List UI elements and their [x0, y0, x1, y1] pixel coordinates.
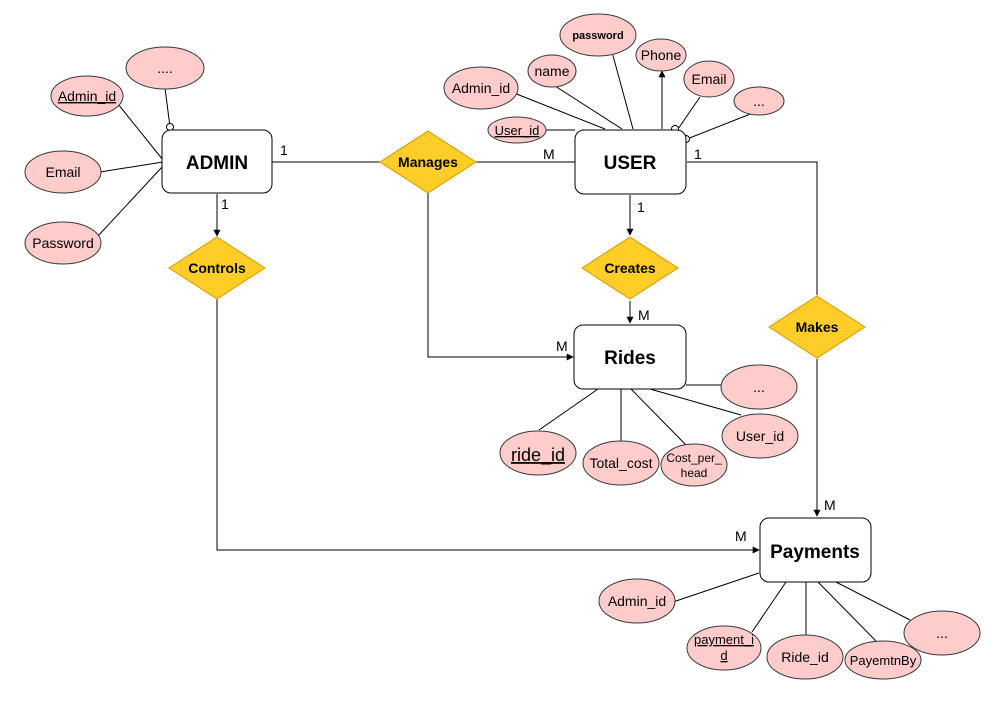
entity-payments[interactable]: Payments: [759, 517, 872, 583]
link-rides-userid: [649, 388, 742, 416]
link-manages-rides: [427, 193, 574, 361]
link-user-name: [554, 85, 623, 130]
cardinality-makes-payments: M: [824, 497, 836, 513]
relationship-makes[interactable]: Makes: [768, 295, 866, 359]
attribute-rides-cost-per-head[interactable]: Cost_per_ head: [660, 443, 728, 487]
relationship-manages-label: Manages: [398, 154, 458, 170]
cardinality-creates-rides: M: [638, 307, 650, 323]
attribute-user-admin-id[interactable]: Admin_id: [443, 66, 519, 110]
attribute-rides-ride-id-label: ride_id: [511, 445, 565, 466]
attribute-payments-admin-id[interactable]: Admin_id: [598, 578, 676, 624]
link-payments-paymentid: [751, 581, 787, 633]
attribute-admin-id[interactable]: Admin_id: [50, 75, 124, 117]
cardinality-user-creates: 1: [637, 199, 645, 215]
link-user-makes: [687, 161, 818, 295]
attribute-payments-payment-id-line2: d: [720, 648, 727, 663]
optional-marker-admin: [166, 123, 174, 131]
entity-rides-label: Rides: [604, 348, 656, 369]
attribute-payments-paid-by[interactable]: PayemtnBy: [844, 640, 922, 680]
attribute-rides-more-label: ...: [753, 379, 765, 395]
attribute-rides-total-cost[interactable]: Total_cost: [582, 440, 660, 486]
link-admin-more: [164, 87, 171, 128]
attribute-rides-user-id-label: User_id: [736, 428, 784, 444]
attribute-payments-payment-id-line1: payment_i: [694, 632, 754, 647]
entity-user-label: USER: [604, 153, 657, 174]
attribute-admin-password[interactable]: Password: [24, 221, 102, 265]
link-controls-payments: [216, 298, 760, 554]
link-rides-rideid: [538, 388, 599, 431]
attribute-user-id-label: User_id: [495, 123, 540, 138]
attribute-payments-admin-id-label: Admin_id: [608, 593, 666, 609]
cardinality-manages-rides: M: [556, 338, 568, 354]
attribute-user-more[interactable]: ...: [733, 86, 785, 116]
entity-user[interactable]: USER: [574, 129, 687, 195]
attribute-payments-ride-id-label: Ride_id: [781, 649, 828, 665]
entity-payments-label: Payments: [770, 542, 860, 563]
attribute-user-phone-label: Phone: [641, 47, 682, 63]
attribute-rides-cost-per-head-line1: Cost_per_: [666, 451, 722, 465]
attribute-user-phone[interactable]: Phone: [635, 38, 687, 72]
attribute-payments-more-label: ...: [936, 625, 948, 641]
attribute-user-email-label: Email: [691, 71, 726, 87]
link-admin-password: [97, 165, 164, 237]
link-admin-adminid: [117, 103, 164, 161]
attribute-user-name-label: name: [534, 63, 569, 79]
relationship-makes-label: Makes: [796, 319, 839, 335]
attribute-user-id[interactable]: User_id: [487, 116, 547, 144]
cardinality-manages-user: M: [543, 146, 555, 162]
cardinality-user-makes: 1: [694, 146, 702, 162]
link-user-more: [686, 110, 759, 140]
entity-rides[interactable]: Rides: [573, 324, 687, 390]
link-user-email: [677, 96, 701, 130]
attribute-rides-total-cost-label: Total_cost: [589, 455, 652, 471]
attribute-admin-more-label: ....: [157, 60, 173, 76]
relationship-controls[interactable]: Controls: [168, 236, 266, 300]
attribute-user-password-label: password: [572, 30, 623, 42]
link-user-password: [611, 51, 634, 130]
attribute-rides-user-id[interactable]: User_id: [721, 413, 799, 459]
attribute-admin-id-label: Admin_id: [58, 88, 116, 104]
attribute-user-name[interactable]: name: [527, 54, 577, 88]
attribute-admin-email-label: Email: [45, 164, 80, 180]
attribute-payments-paid-by-label: PayemtnBy: [850, 653, 917, 668]
cardinality-admin-controls: 1: [221, 196, 229, 212]
attribute-user-password[interactable]: password: [559, 13, 637, 57]
attribute-rides-more[interactable]: ...: [720, 364, 798, 410]
attribute-user-more-label: ...: [753, 93, 765, 109]
attribute-user-admin-id-label: Admin_id: [452, 80, 510, 96]
link-admin-email: [99, 161, 164, 173]
link-payments-more: [835, 581, 911, 621]
attribute-rides-ride-id[interactable]: ride_id: [499, 430, 577, 476]
relationship-controls-label: Controls: [188, 260, 246, 276]
attribute-admin-email[interactable]: Email: [24, 150, 102, 194]
entity-admin-label: ADMIN: [186, 153, 248, 174]
attribute-admin-more[interactable]: ....: [125, 46, 205, 90]
attribute-rides-cost-per-head-line2: head: [681, 466, 708, 480]
relationship-creates-label: Creates: [604, 260, 656, 276]
cardinality-controls-payments: M: [735, 528, 747, 544]
link-rides-costperhead: [630, 388, 687, 446]
attribute-admin-password-label: Password: [32, 235, 93, 251]
relationship-manages[interactable]: Manages: [379, 130, 477, 194]
link-user-adminid: [513, 92, 606, 130]
attribute-user-email[interactable]: Email: [683, 60, 735, 98]
attribute-payments-more[interactable]: ...: [903, 610, 981, 656]
cardinality-admin-manages: 1: [280, 142, 288, 158]
attribute-payments-ride-id[interactable]: Ride_id: [766, 634, 844, 680]
attribute-payments-payment-id[interactable]: payment_i d: [686, 625, 762, 671]
connector-lines: [97, 51, 911, 642]
link-payments-paidby: [817, 581, 877, 642]
entity-admin[interactable]: ADMIN: [161, 129, 273, 194]
link-payments-adminid: [672, 572, 760, 603]
relationship-creates[interactable]: Creates: [581, 236, 679, 300]
